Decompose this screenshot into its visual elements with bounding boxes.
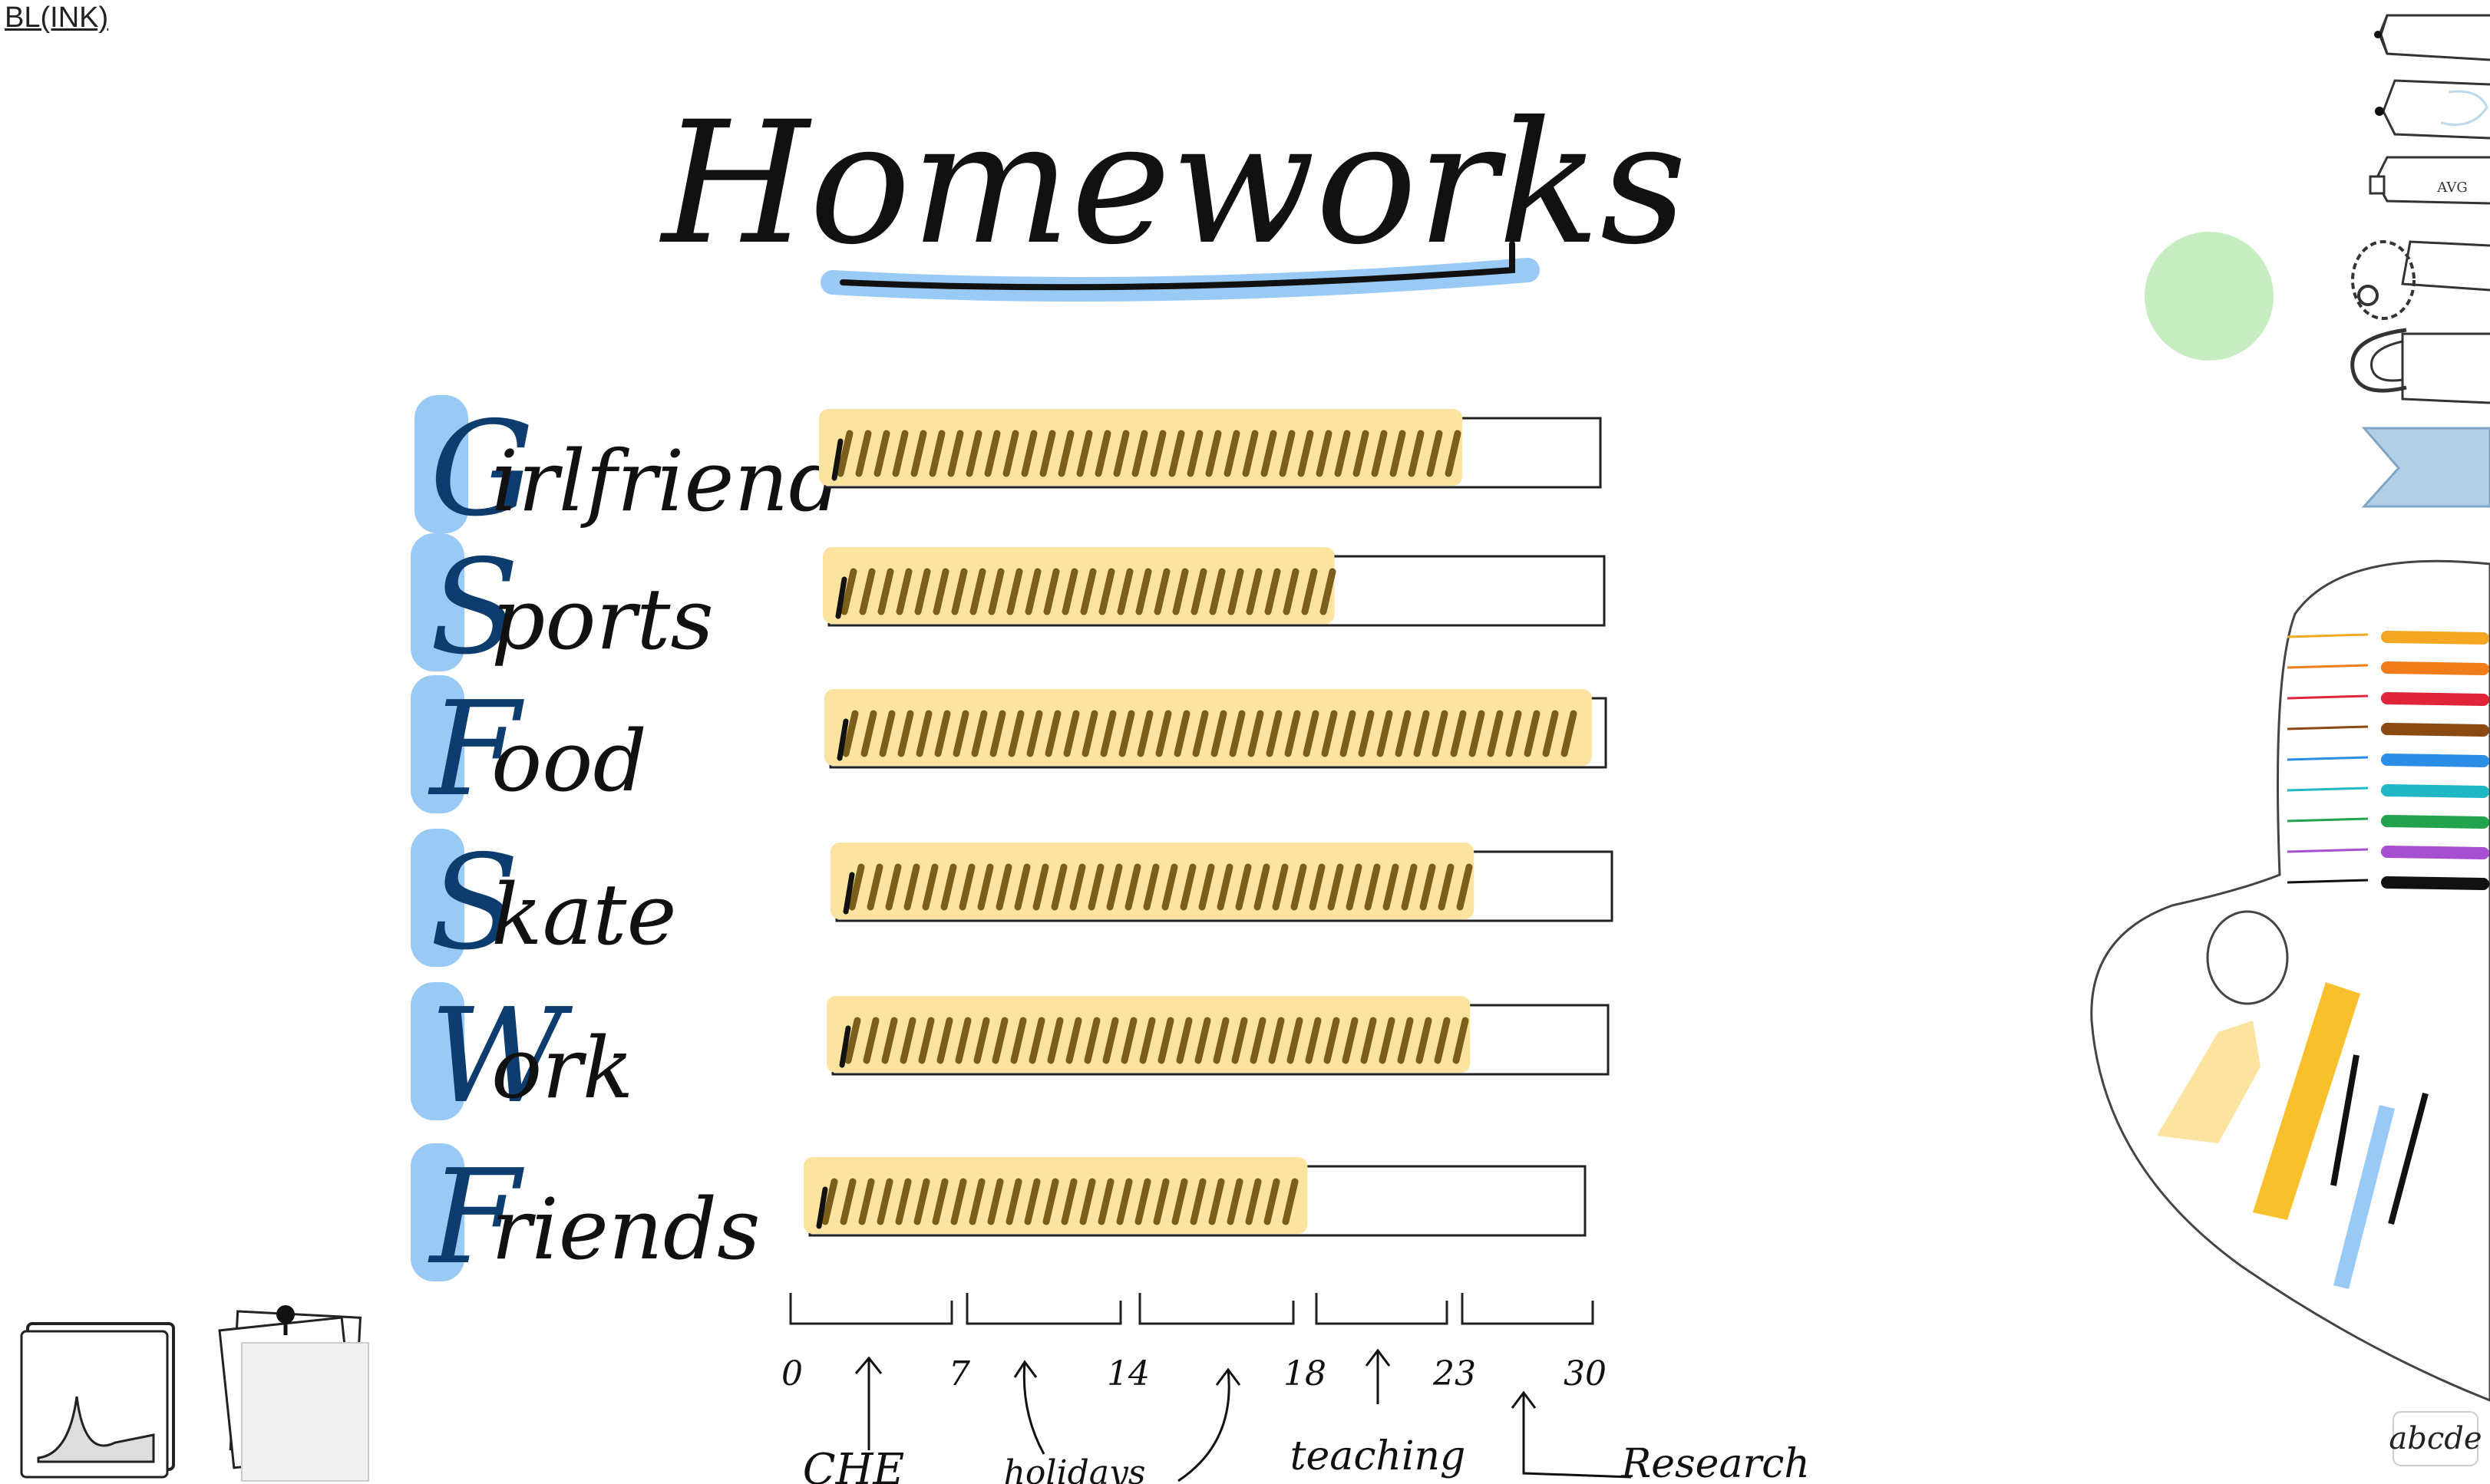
pinned-notes-icon[interactable] xyxy=(218,1305,369,1482)
lasso-tool-icon[interactable] xyxy=(2351,240,2490,320)
palette-blue-stroke xyxy=(2333,1105,2395,1289)
initial-highlight xyxy=(411,533,464,671)
category-label: kate xyxy=(491,866,677,964)
palette-orange-stroke xyxy=(2253,982,2360,1220)
palette-black-stroke-2 xyxy=(2388,1092,2429,1225)
palette-board xyxy=(2090,559,2490,1402)
category-label: irlfriend xyxy=(491,432,843,530)
category-initial: F xyxy=(428,674,524,826)
timeline-tick: 0 xyxy=(781,1354,803,1393)
initial-highlight xyxy=(411,829,464,967)
avg-tool-icon[interactable]: AVG xyxy=(2369,156,2490,205)
palette-color-swatch[interactable] xyxy=(2287,846,2489,859)
board-title: Homeworks xyxy=(659,85,1687,302)
category-label: ports xyxy=(491,570,714,668)
toolbar: AVG xyxy=(2350,14,2490,508)
palette-color-swatch[interactable] xyxy=(2287,815,2489,829)
palette-color-swatch[interactable] xyxy=(2287,754,2489,767)
initial-highlight xyxy=(411,1143,464,1281)
initial-highlight xyxy=(411,675,464,813)
timeline-segment xyxy=(966,1293,1122,1325)
palette-color-swatch[interactable] xyxy=(2287,661,2489,675)
timeline-label: holidays xyxy=(1004,1453,1146,1484)
timeline-tick: 18 xyxy=(1283,1354,1326,1393)
category-initial: F xyxy=(428,1142,524,1294)
timeline-arrow xyxy=(1013,1360,1045,1455)
progress-hatching xyxy=(839,1017,1469,1068)
timeline-tick: 30 xyxy=(1564,1354,1607,1393)
progress-hatching xyxy=(843,863,1473,915)
timeline-tick: 14 xyxy=(1107,1354,1150,1393)
palette-color-swatch[interactable] xyxy=(2287,692,2489,706)
palette-yellow-stroke xyxy=(2157,1021,2260,1143)
progress-hatching xyxy=(831,430,1461,481)
category-initial: S xyxy=(430,532,519,684)
app-title: BL(INK) xyxy=(5,2,109,34)
category-initial: W xyxy=(430,981,573,1133)
palette-color-swatch[interactable] xyxy=(2287,876,2489,890)
pen-tool-icon[interactable] xyxy=(2374,14,2490,61)
progress-bar-fill xyxy=(823,547,1335,624)
text-tool-label: abcde xyxy=(2389,1421,2482,1456)
category-label: riends xyxy=(491,1180,761,1278)
category-label: ork xyxy=(491,1019,633,1117)
progress-hatching xyxy=(837,710,1577,761)
timeline-label: Research xyxy=(1620,1441,1810,1484)
timeline-tick: 23 xyxy=(1432,1354,1476,1393)
timeline-tick: 7 xyxy=(949,1354,970,1393)
color-palette xyxy=(2090,559,2490,1402)
category-initial: S xyxy=(430,827,519,979)
palette-color-swatch[interactable] xyxy=(2287,631,2489,645)
progress-hatching xyxy=(816,1178,1299,1229)
green-dot-indicator[interactable] xyxy=(2145,232,2274,361)
palette-color-swatch[interactable] xyxy=(2287,723,2489,737)
category-initial: G xyxy=(430,394,534,546)
timeline-segment xyxy=(1461,1293,1594,1325)
timeline-arrow xyxy=(1365,1348,1391,1404)
text-tool[interactable]: abcde xyxy=(2389,1411,2482,1466)
progress-hatching xyxy=(835,568,1336,619)
initial-highlight xyxy=(414,395,468,533)
timeline-arrow xyxy=(854,1356,883,1450)
timeline-label: CHE xyxy=(803,1445,905,1484)
timeline-arrow xyxy=(1177,1367,1241,1482)
highlighter-tool-icon[interactable] xyxy=(2375,79,2490,140)
timeline-segment xyxy=(1138,1293,1295,1325)
title-underline xyxy=(840,241,1515,291)
avg-label: AVG xyxy=(2436,180,2467,196)
palette-color-swatch[interactable] xyxy=(2287,784,2489,798)
title-text: Homeworks xyxy=(659,85,1686,282)
category-label: ood xyxy=(491,712,647,810)
bookmark-ribbon-icon[interactable] xyxy=(2361,427,2490,508)
timeline-arrow xyxy=(1511,1390,1632,1479)
initial-highlight xyxy=(411,982,464,1120)
magnet-tool-icon[interactable] xyxy=(2350,328,2490,404)
timeline-segment xyxy=(1315,1293,1448,1325)
timeline-label: teaching xyxy=(1290,1433,1466,1479)
palette-thumb-hole xyxy=(2206,910,2289,1005)
timeline-segment xyxy=(789,1293,953,1325)
notes-icon[interactable] xyxy=(20,1322,175,1479)
palette-black-stroke-1 xyxy=(2330,1054,2360,1186)
